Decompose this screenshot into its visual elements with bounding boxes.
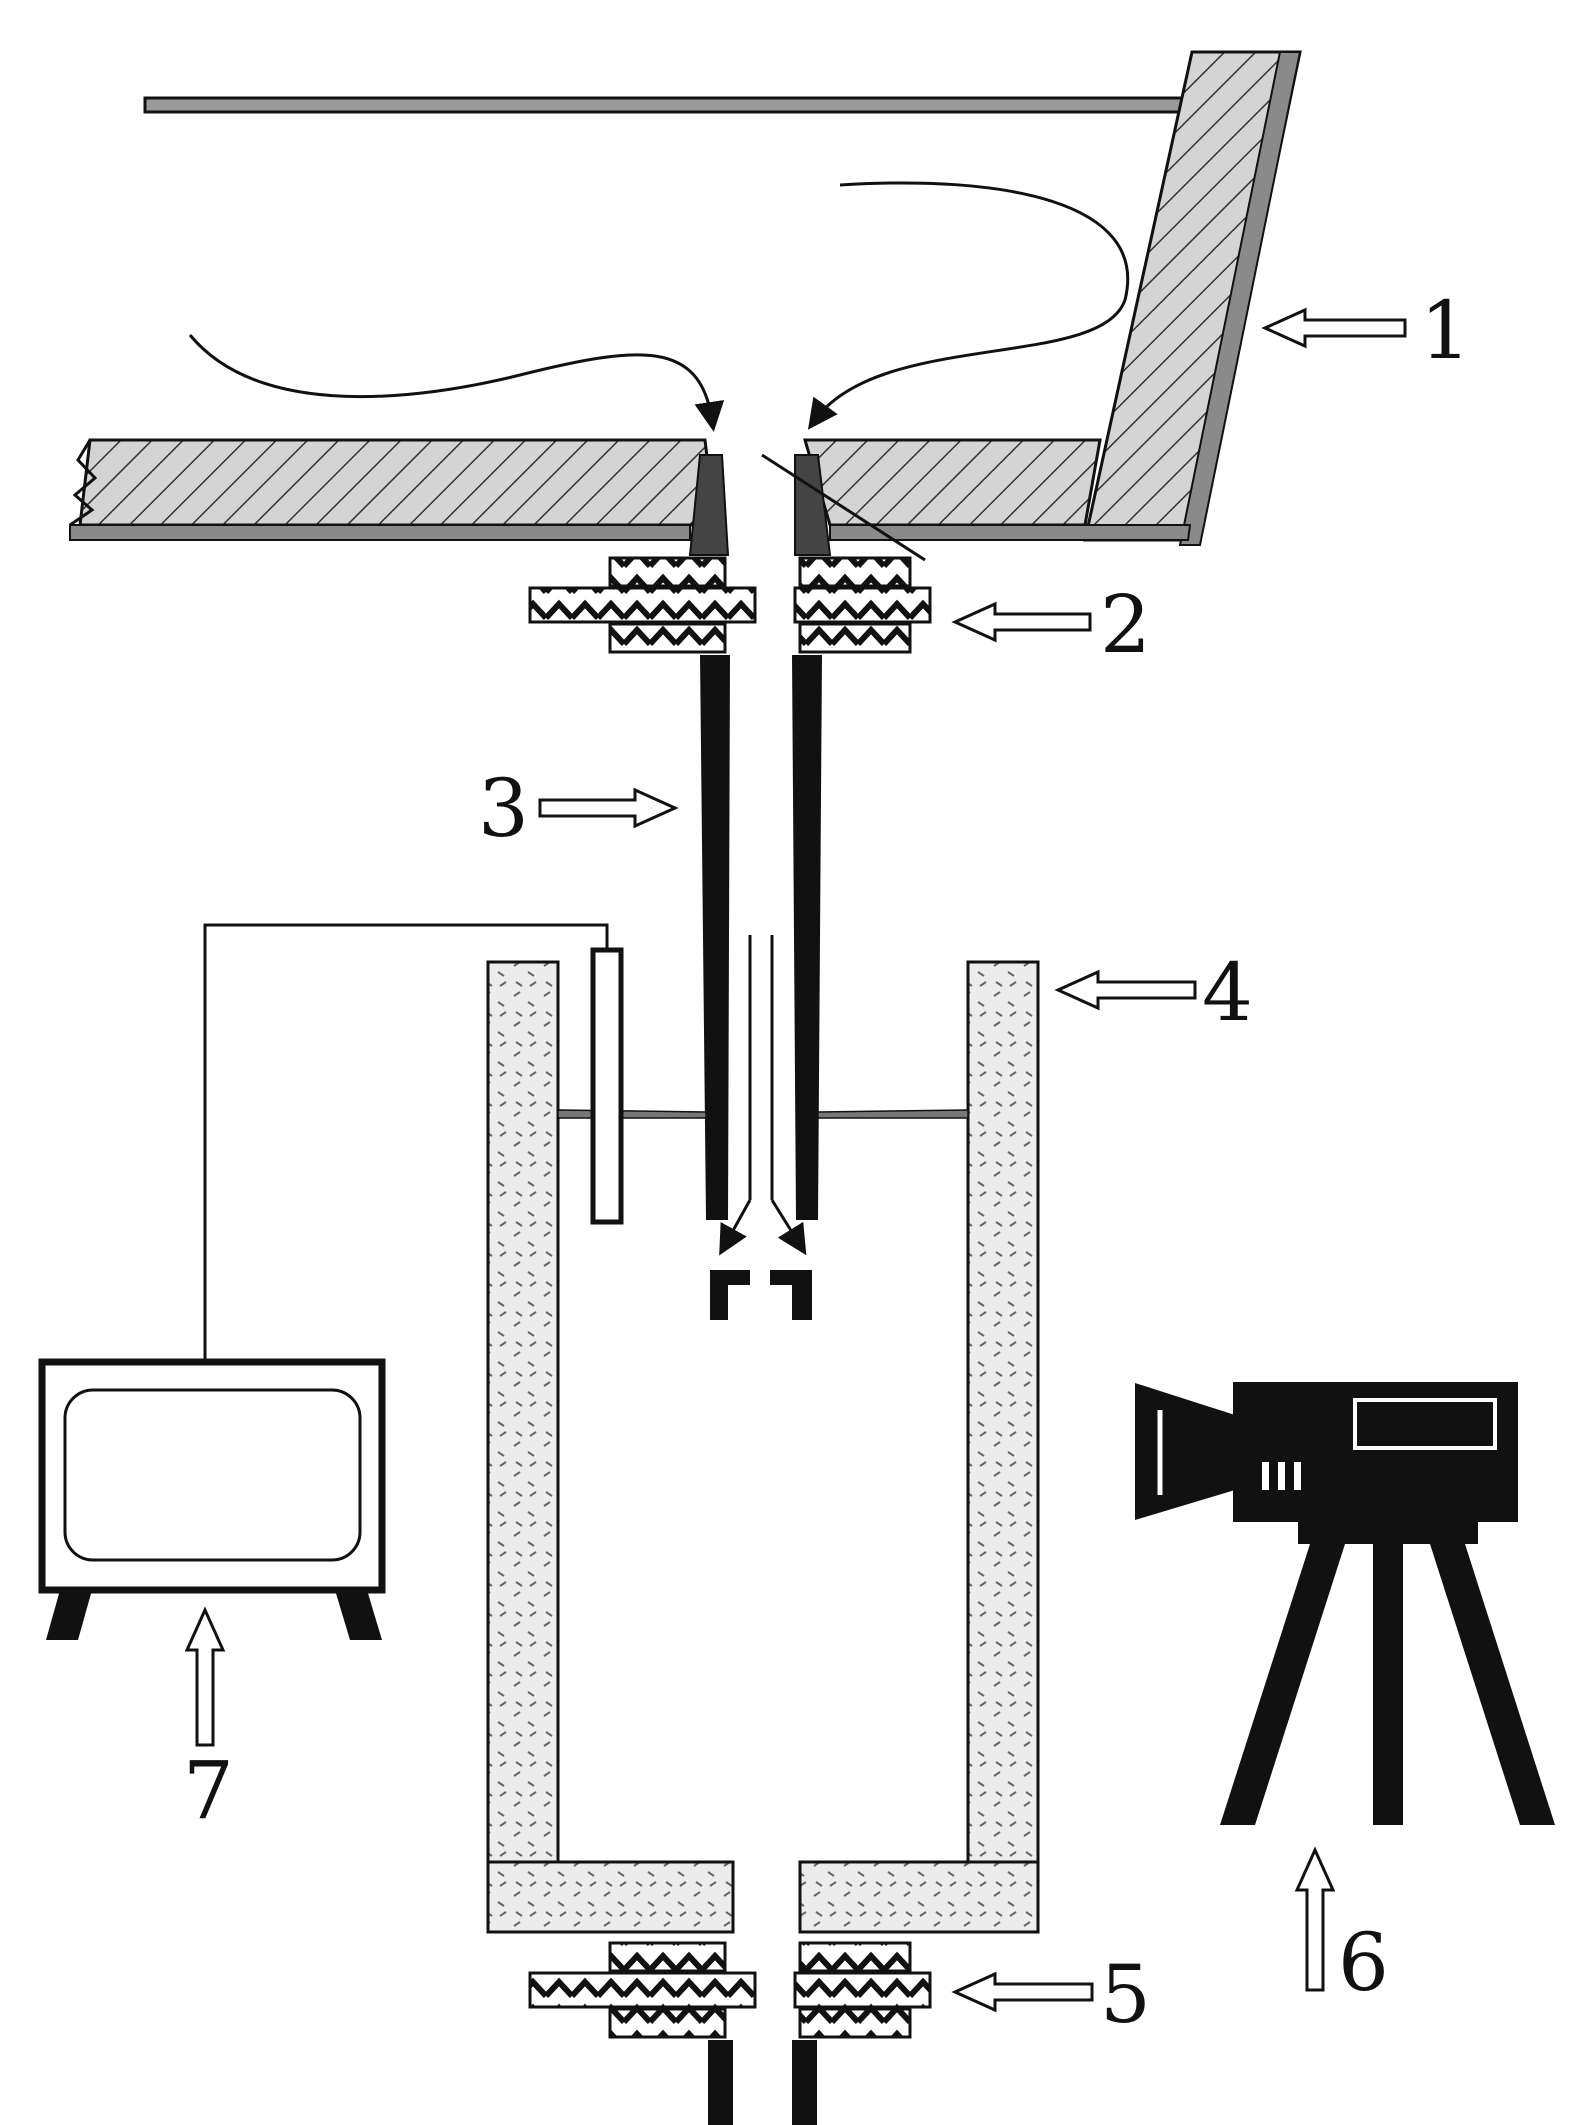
arrow-left-icon xyxy=(951,601,1092,643)
mold-left-wall xyxy=(486,960,560,1864)
label-7: 7 xyxy=(183,1744,234,1837)
liquid-surface-right xyxy=(817,1109,969,1119)
callout-arrows xyxy=(184,307,1407,2013)
arrow-up-icon xyxy=(184,1606,226,1747)
label-4: 4 xyxy=(1202,946,1253,1039)
flow-streamline-left xyxy=(188,334,725,432)
flow-streamline-right xyxy=(807,181,1130,430)
label-5: 5 xyxy=(1100,1948,1151,2041)
upper-nozzle-block xyxy=(528,556,932,654)
arrow-right-icon xyxy=(538,787,679,829)
arrow-left-icon xyxy=(1261,307,1407,349)
tundish xyxy=(69,50,1302,562)
arrow-up-icon xyxy=(1294,1846,1336,1992)
mold-bottom-left xyxy=(486,1860,735,1934)
mold-bottom-right xyxy=(798,1860,1040,1934)
label-1: 1 xyxy=(1420,284,1471,377)
mold-vessel xyxy=(486,947,1040,1934)
liquid-surface-left xyxy=(557,1109,707,1119)
arrow-left-icon xyxy=(1054,969,1197,1011)
tundish-break-line xyxy=(69,439,98,527)
tundish-floor-left xyxy=(78,438,717,527)
tundish-right-shell xyxy=(1178,51,1302,546)
tundish-nozzle-brick-left xyxy=(688,454,730,556)
video-camera-on-tripod-icon xyxy=(1135,1382,1555,1825)
label-3: 3 xyxy=(478,762,529,855)
crt-monitor-icon xyxy=(38,923,609,1640)
tundish-nozzle-brick-right xyxy=(794,454,832,556)
tundish-top-plate xyxy=(143,96,1187,114)
shroud-tube xyxy=(700,655,822,1320)
component-labels: 1 2 3 4 5 6 7 xyxy=(183,284,1471,2041)
tundish-guide-line xyxy=(761,453,926,562)
label-2: 2 xyxy=(1100,578,1151,671)
arrow-left-icon xyxy=(951,1971,1094,2013)
tundish-floor-right-shell xyxy=(829,524,1192,541)
mold-right-wall xyxy=(966,960,1040,1864)
label-6: 6 xyxy=(1338,1916,1389,2009)
lower-nozzle-block xyxy=(528,1941,932,2125)
tundish-floor-left-shell xyxy=(69,524,691,541)
level-probe xyxy=(590,947,624,1225)
